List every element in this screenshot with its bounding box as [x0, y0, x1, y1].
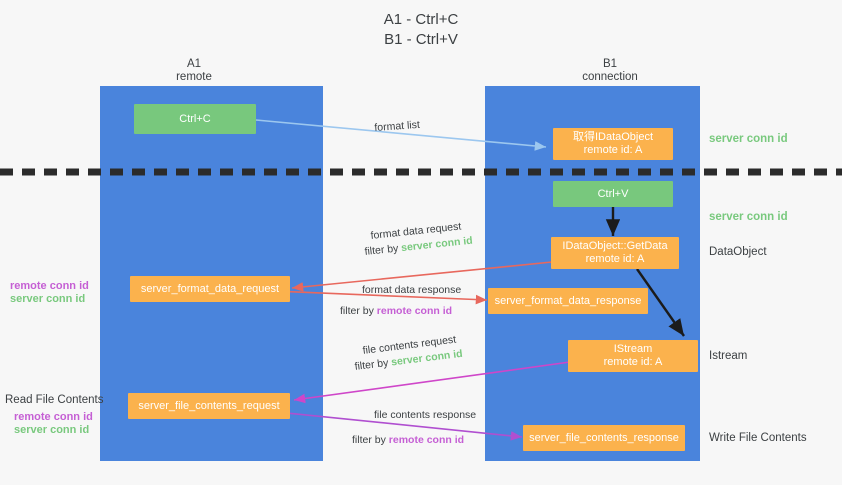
box-server-file-contents-response[interactable]: server_file_contents_response: [523, 425, 685, 451]
box-server-format-data-request[interactable]: server_format_data_request: [130, 276, 290, 302]
diagram-title: A1 - Ctrl+C B1 - Ctrl+V: [383, 11, 459, 48]
left-label-remote-conn-id-2: remote conn id: [14, 411, 93, 423]
box-server-format-data-request-label: server_format_data_request: [140, 282, 280, 295]
box-istream-line2: remote id: A: [603, 356, 663, 368]
edge-label-file-contents-response: file contents response: [374, 409, 477, 421]
lane-header-b1: B1 connection: [582, 58, 638, 83]
box-server-file-contents-request[interactable]: server_file_contents_request: [128, 393, 290, 419]
box-idataobject[interactable]: 取得IDataObject remote id: A: [553, 128, 673, 160]
right-label-server-conn-id-mid: server conn id: [709, 211, 788, 223]
box-ctrl-v[interactable]: Ctrl+V: [553, 181, 673, 207]
box-getdata[interactable]: IDataObject::GetData remote id: A: [551, 237, 679, 269]
box-server-file-contents-request-label: server_file_contents_request: [138, 399, 280, 412]
box-istream-line1: IStream: [613, 343, 653, 355]
box-server-format-data-response-label: server_format_data_response: [494, 294, 642, 307]
edge-label-file-contents-response-filter: filter by remote conn id: [352, 434, 464, 447]
conn-id-remote: remote conn id: [388, 434, 465, 446]
left-label-server-conn-id-1: server conn id: [10, 293, 86, 305]
filter-prefix: filter by: [364, 242, 402, 258]
box-server-file-contents-response-label: server_file_contents_response: [529, 431, 679, 444]
box-ctrl-v-label: Ctrl+V: [597, 187, 629, 200]
right-label-dataobject: DataObject: [709, 246, 767, 258]
left-label-read-file-contents: Read File Contents: [5, 394, 104, 406]
lane-header-a1: A1 remote: [176, 58, 212, 83]
left-label-remote-conn-id-1: remote conn id: [10, 280, 89, 292]
box-idataobject-line1: 取得IDataObject: [572, 131, 654, 143]
right-label-istream: Istream: [709, 350, 748, 362]
box-idataobject-line2: remote id: A: [583, 144, 643, 156]
box-ctrl-c-label: Ctrl+C: [179, 112, 211, 125]
right-label-server-conn-id-top: server conn id: [709, 133, 788, 145]
filter-prefix: filter by: [352, 434, 389, 446]
box-getdata-line1: IDataObject::GetData: [562, 240, 668, 252]
filter-prefix: filter by: [340, 305, 377, 317]
box-ctrl-c[interactable]: Ctrl+C: [134, 104, 256, 134]
conn-id-remote: remote conn id: [376, 305, 453, 317]
edge-label-format-list: format list: [374, 118, 421, 134]
filter-prefix: filter by: [354, 356, 392, 373]
box-getdata-line2: remote id: A: [585, 253, 645, 265]
right-label-write-file-contents: Write File Contents: [709, 432, 807, 444]
box-server-format-data-response[interactable]: server_format_data_response: [488, 288, 648, 314]
edge-label-format-data-response-filter: filter by remote conn id: [340, 305, 452, 318]
box-istream[interactable]: IStream remote id: A: [568, 340, 698, 372]
edge-label-format-data-response: format data response: [362, 284, 462, 296]
left-label-server-conn-id-2: server conn id: [14, 424, 90, 436]
